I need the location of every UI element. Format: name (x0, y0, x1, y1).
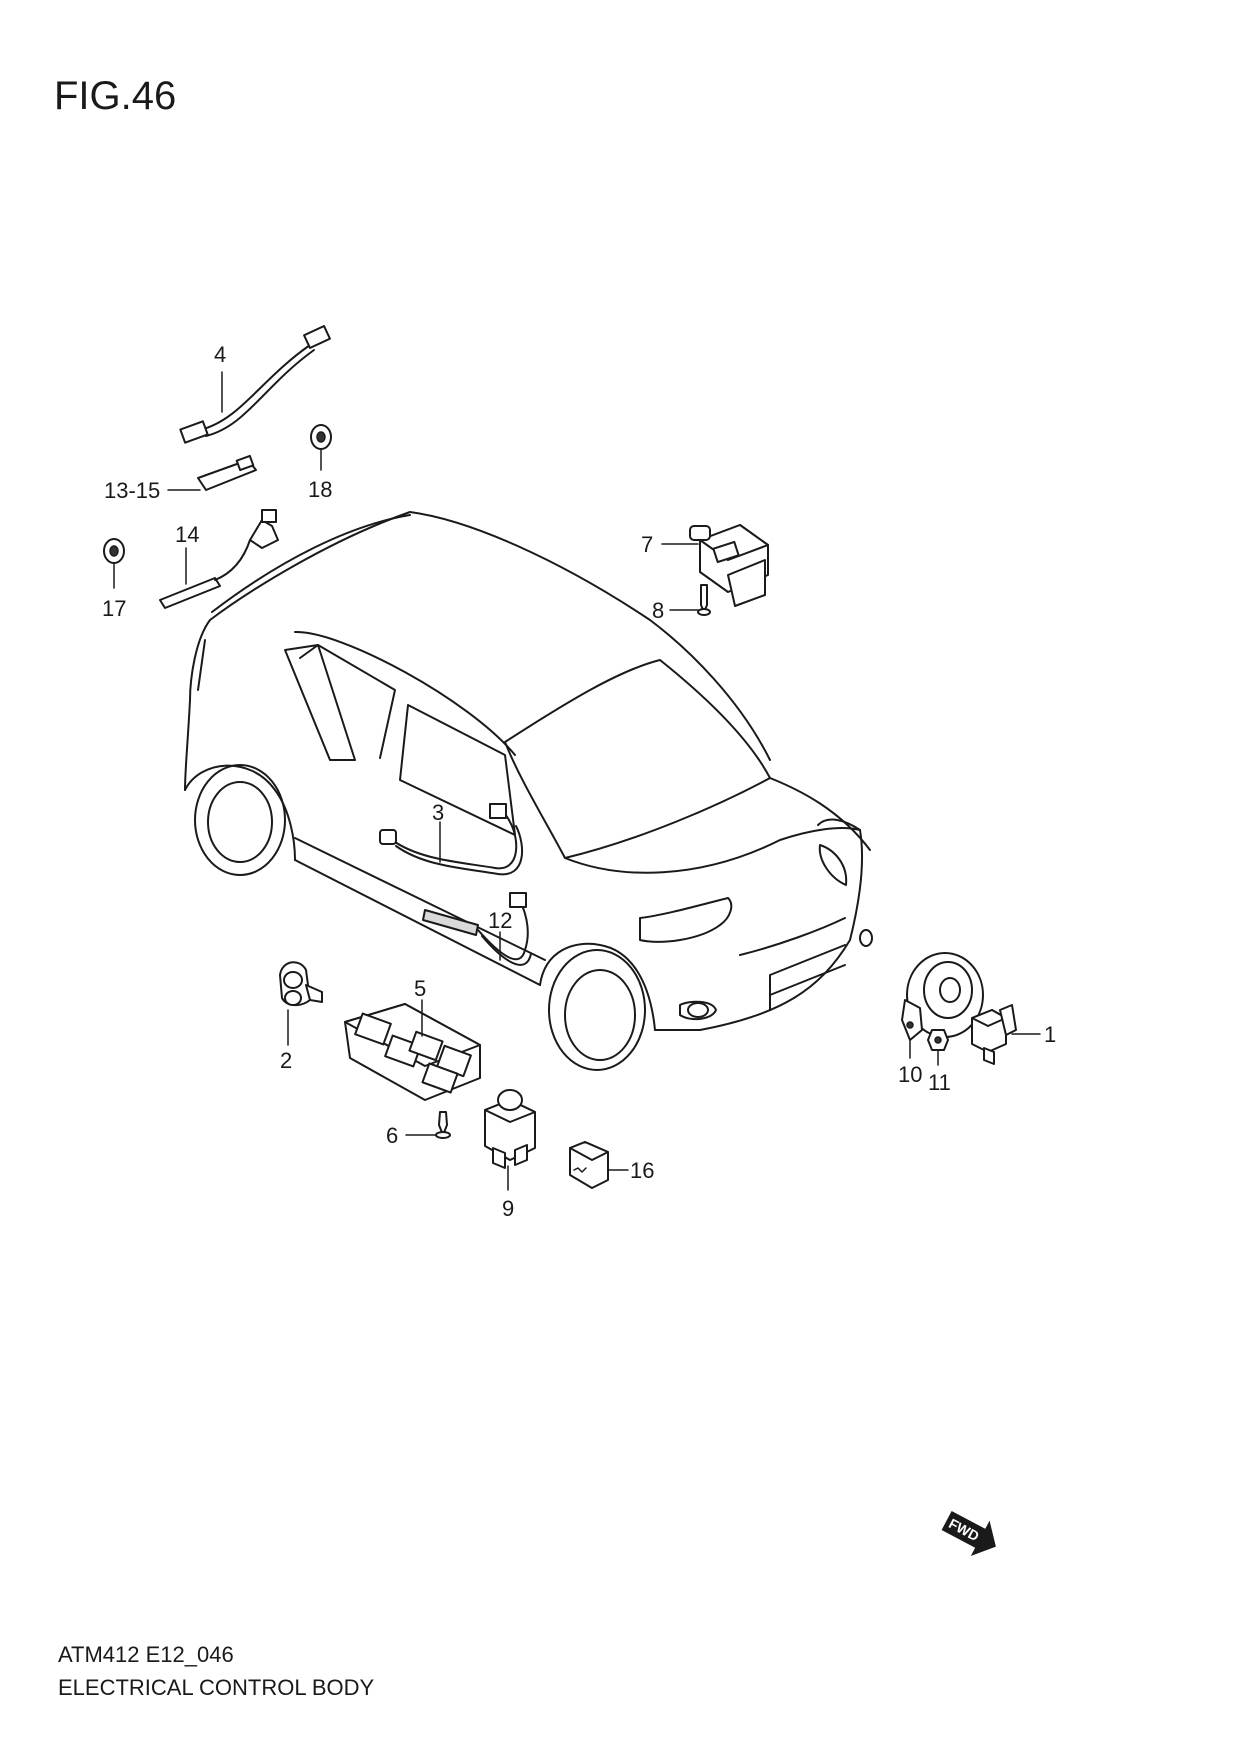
part-7-switch: 7 (641, 524, 769, 607)
callout-9: 9 (502, 1196, 514, 1221)
part-3-harness: 3 (379, 800, 524, 876)
callout-16: 16 (630, 1158, 654, 1183)
callout-1: 1 (1044, 1022, 1056, 1047)
part-16-relay: 16 (569, 1141, 654, 1189)
callout-5: 5 (414, 976, 426, 1001)
callout-12: 12 (488, 908, 512, 933)
part-14-probe: 14 (159, 509, 279, 609)
vehicle-outline (184, 511, 873, 1071)
part-8-screw: 8 (652, 584, 711, 623)
part-10-horn: 10 (898, 952, 984, 1087)
part-2-switch: 2 (279, 961, 323, 1073)
part-12-harness: 12 (422, 892, 532, 966)
callout-4: 4 (214, 342, 226, 367)
fwd-arrow-icon: FWD (941, 1510, 996, 1556)
part-6-screw: 6 (386, 1111, 451, 1148)
part-5-window-switch: 5 (344, 976, 481, 1101)
callout-14: 14 (175, 522, 199, 547)
part-1-sensor: 1 (971, 1004, 1056, 1065)
callout-13-15: 13-15 (104, 478, 160, 503)
part-11-bolt: 11 (927, 1029, 951, 1095)
callout-18: 18 (308, 477, 332, 502)
figure-title: FIG.46 (54, 74, 177, 118)
part-9-switch: 9 (484, 1089, 536, 1221)
callout-7: 7 (641, 532, 653, 557)
callout-6: 6 (386, 1123, 398, 1148)
part-4-harness: 4 (179, 325, 331, 444)
callout-8: 8 (652, 598, 664, 623)
part-18-grommet: 18 (308, 424, 332, 502)
callout-11: 11 (928, 1070, 951, 1095)
callout-17: 17 (102, 596, 126, 621)
part-13-15-sensor: 13-15 (104, 454, 257, 503)
callout-10: 10 (898, 1062, 922, 1087)
callout-3: 3 (432, 800, 444, 825)
figure-code: ATM412 E12_046 (58, 1642, 234, 1667)
part-17-grommet: 17 (102, 538, 126, 621)
figure-name: ELECTRICAL CONTROL BODY (58, 1675, 375, 1700)
callout-2: 2 (280, 1048, 292, 1073)
